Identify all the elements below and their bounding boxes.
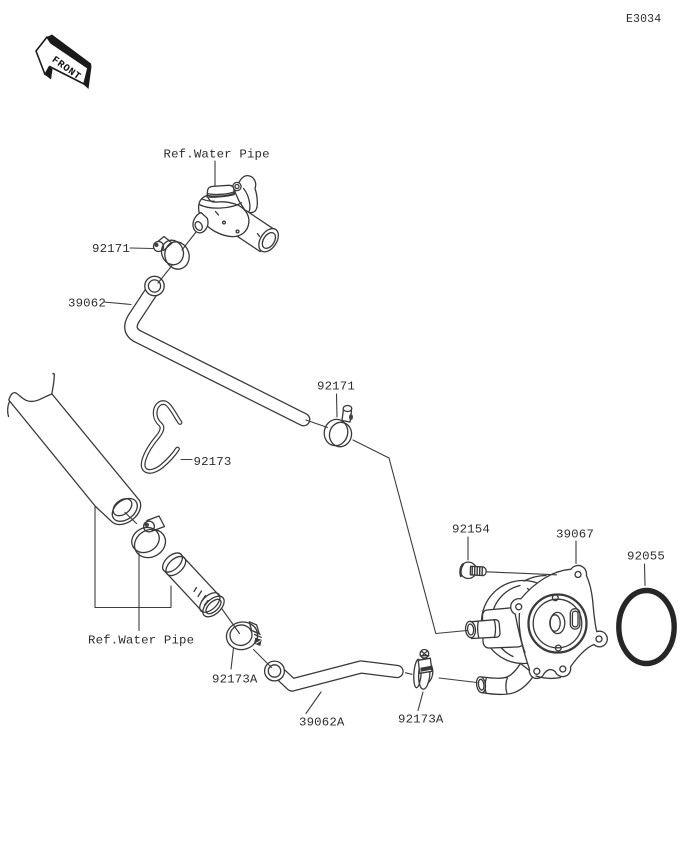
svg-text:39067: 39067 (556, 528, 594, 542)
svg-text:92154: 92154 (452, 523, 490, 537)
svg-text:92173: 92173 (194, 455, 232, 469)
svg-text:92055: 92055 (627, 550, 665, 564)
svg-text:92173A: 92173A (398, 713, 444, 727)
svg-text:39062: 39062 (68, 297, 106, 311)
svg-text:E3034: E3034 (626, 13, 661, 26)
svg-text:Ref.Water Pipe: Ref.Water Pipe (164, 148, 270, 162)
svg-text:92171: 92171 (317, 380, 355, 394)
svg-text:92171: 92171 (92, 242, 130, 256)
svg-text:92173A: 92173A (212, 673, 258, 687)
svg-text:Ref.Water Pipe: Ref.Water Pipe (88, 634, 194, 648)
svg-text:39062A: 39062A (299, 716, 345, 730)
